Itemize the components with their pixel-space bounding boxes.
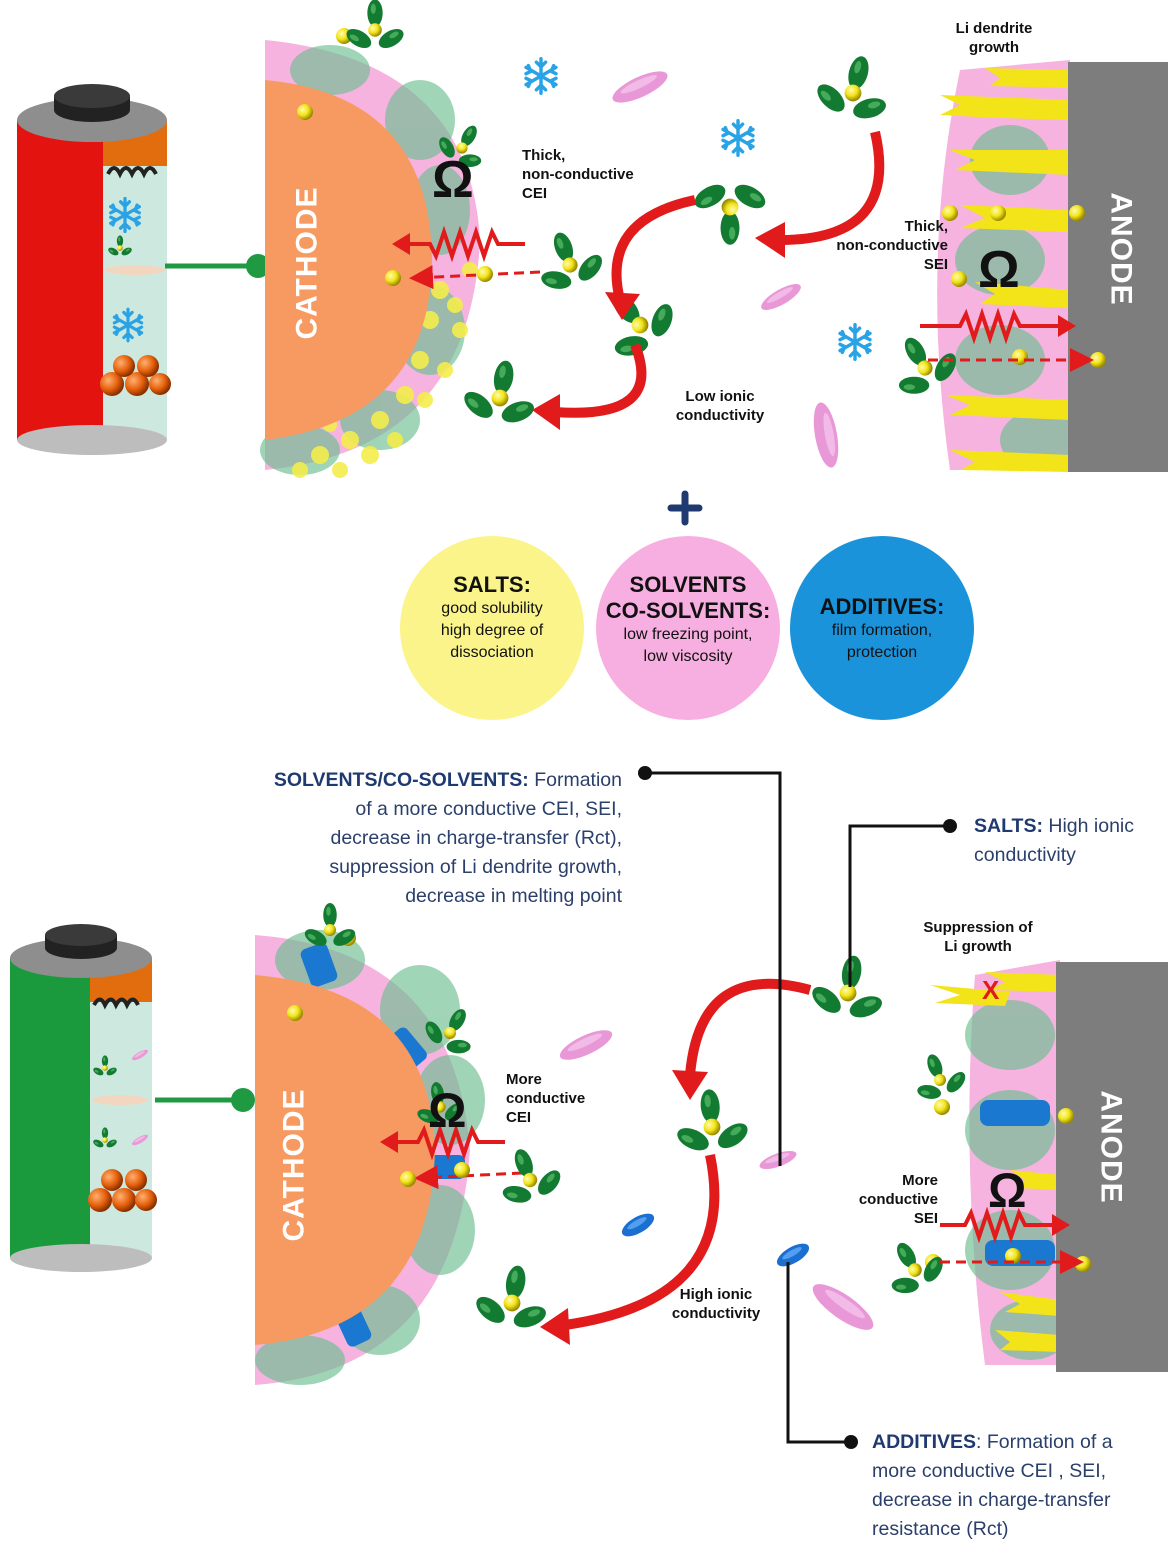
additives-annotation-body: : Formation of a more conductive CEI , S… xyxy=(872,1431,1113,1540)
additives-title: ADDITIVES: xyxy=(819,594,945,619)
salts-annotation: SALTS: High ionic conductivity xyxy=(974,812,1164,870)
cei-label-top: Thick, non-conductive CEI xyxy=(522,147,634,202)
salts-desc: good solubility high degree of dissociat… xyxy=(440,600,544,661)
cathode-label-bottom: CATHODE xyxy=(277,1088,311,1242)
additives-circle xyxy=(790,536,974,720)
cathode-bottom xyxy=(255,930,485,1385)
sei-label-top: Thick, non-conductive SEI xyxy=(836,218,948,273)
omega-icon: Ω xyxy=(978,241,1020,299)
solvents-annotation-body-first: Formation xyxy=(528,769,622,791)
additives-text: ADDITIVES: film formation, protection xyxy=(790,594,974,664)
cei-label-bottom: More conductive CEI xyxy=(506,1071,586,1126)
anode-label-top: ANODE xyxy=(1104,192,1138,306)
cathode-top xyxy=(260,40,480,478)
salts-annotation-head: SALTS: xyxy=(974,815,1043,837)
sei-label-bottom: More conductive SEI xyxy=(858,1172,938,1227)
cathode-label-top: CATHODE xyxy=(290,186,324,340)
salts-text: SALTS: good solubility high degree of di… xyxy=(400,572,584,664)
cross-icon: X xyxy=(982,975,1000,1005)
anode-label-bottom: ANODE xyxy=(1094,1090,1128,1204)
omega-icon: Ω xyxy=(428,1085,467,1138)
solvents-annotation: SOLVENTS/CO-SOLVENTS: Formation of a mor… xyxy=(230,766,622,911)
omega-icon: Ω xyxy=(432,151,474,209)
solvents-title: SOLVENTS CO-SOLVENTS: xyxy=(605,572,771,623)
ionic-label-top: Low ionic conductivity xyxy=(675,388,765,424)
omega-icon: Ω xyxy=(988,1165,1027,1218)
solvents-circle xyxy=(596,536,780,720)
solvents-text: SOLVENTS CO-SOLVENTS: low freezing point… xyxy=(596,572,780,668)
additives-annotation-head: ADDITIVES xyxy=(872,1431,977,1453)
anode-top xyxy=(937,60,1168,472)
ionic-label-bottom: High ionic conductivity xyxy=(671,1286,761,1322)
solvents-annotation-body: of a more conductive CEI, SEI, decrease … xyxy=(329,798,622,907)
salts-title: SALTS: xyxy=(453,572,531,597)
li-growth-label: Suppression of Li growth xyxy=(923,919,1033,955)
battery-good-icon xyxy=(10,924,157,1272)
additives-desc: film formation, protection xyxy=(831,622,933,661)
li-dendrite-label: Li dendrite growth xyxy=(955,20,1033,56)
salts-annotation-body: High ionic conductivity xyxy=(974,815,1135,866)
solvents-desc: low freezing point, low viscosity xyxy=(623,626,753,665)
solvents-annotation-head: SOLVENTS/CO-SOLVENTS: xyxy=(273,769,529,791)
battery-cold-icon xyxy=(17,84,171,455)
anode-bottom xyxy=(930,960,1168,1372)
additives-annotation: ADDITIVES: Formation of a more conductiv… xyxy=(872,1428,1164,1544)
salts-circle xyxy=(400,536,584,720)
